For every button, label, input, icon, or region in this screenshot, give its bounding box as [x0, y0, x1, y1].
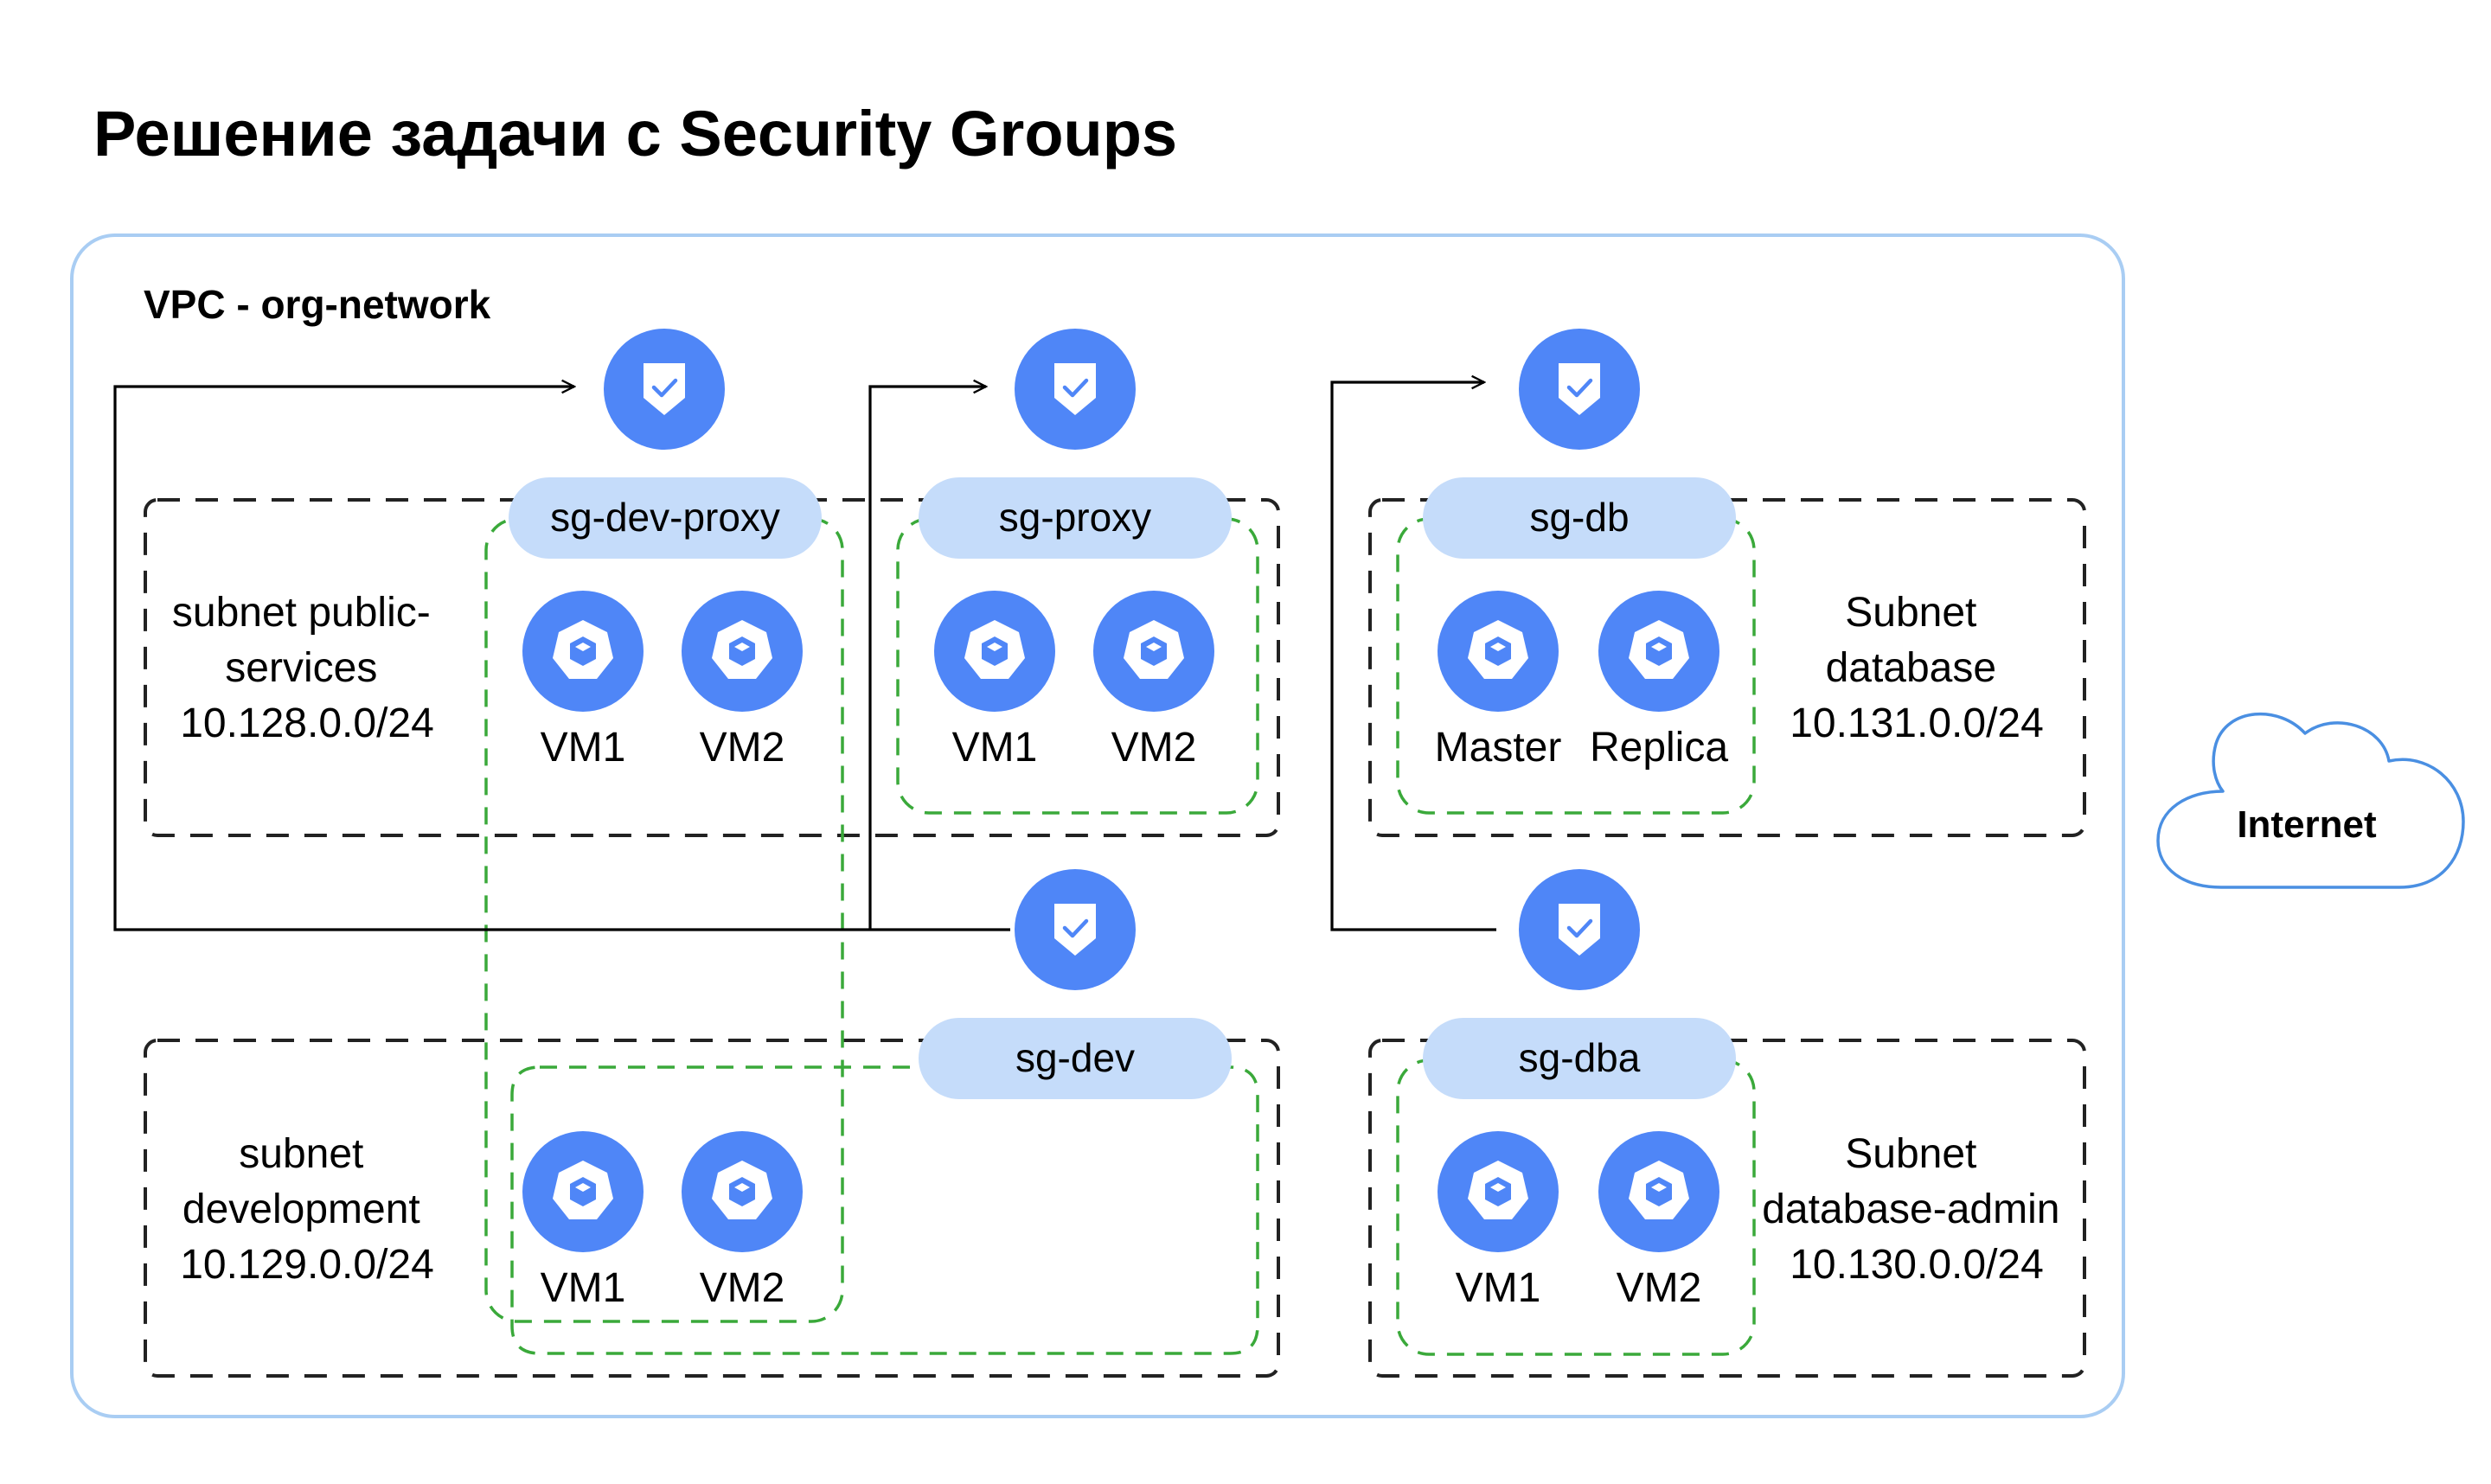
subnet-development-box — [144, 1039, 1280, 1378]
sg-dev-proxy-pill — [509, 477, 822, 559]
vpc-container — [70, 233, 2125, 1418]
sg-db-shield-icon — [1519, 329, 1640, 450]
internet-label: Internet — [2237, 803, 2377, 846]
page-title: Решение задачи с Security Groups — [93, 98, 1177, 170]
db-master-label: Master — [1435, 725, 1562, 771]
dev-vm2-icon — [682, 1131, 803, 1252]
proxy-vm2-label: VM2 — [1111, 725, 1197, 771]
sg-dba-label: sg-dba — [1519, 1035, 1641, 1080]
db-replica-icon — [1598, 591, 1719, 712]
connector-dev-to-dev-proxy — [113, 387, 1010, 931]
subnet-database-label: Subnet database 10.131.0.0/24 — [1790, 590, 2044, 746]
sg-dev-shield-icon — [1015, 869, 1136, 990]
dev-vm1-icon — [522, 1131, 644, 1252]
sg-dba-shield-icon — [1519, 869, 1640, 990]
dba-vm1-icon — [1438, 1131, 1559, 1252]
proxy-vm1-icon — [934, 591, 1055, 712]
sg-dev-pill — [919, 1018, 1232, 1099]
sg-dev-boundary — [510, 1065, 1259, 1355]
dba-vm2-icon — [1598, 1131, 1719, 1252]
sg-dev-label: sg-dev — [1015, 1035, 1135, 1080]
public-vm1-icon — [522, 591, 644, 712]
sg-proxy-pill — [919, 477, 1232, 559]
dba-vm1-label: VM1 — [1456, 1265, 1541, 1311]
sg-proxy-shield-icon — [1015, 329, 1136, 450]
db-master-icon — [1438, 591, 1559, 712]
subnet-public-services-label: subnet public- services 10.128.0.0/24 — [172, 590, 442, 746]
sg-dev-proxy-label: sg-dev-proxy — [550, 495, 780, 540]
proxy-vm1-label: VM1 — [952, 725, 1038, 771]
public-vm2-icon — [682, 591, 803, 712]
dba-vm2-label: VM2 — [1617, 1265, 1702, 1311]
public-vm1-label: VM1 — [541, 725, 626, 771]
sg-proxy-label: sg-proxy — [999, 495, 1151, 540]
subnet-development-label: subnet development 10.129.0.0/24 — [180, 1131, 434, 1288]
subnet-database-admin-label: Subnet database-admin 10.130.0.0/24 — [1762, 1131, 2072, 1288]
public-vm2-label: VM2 — [700, 725, 785, 771]
sg-db-label: sg-db — [1529, 495, 1629, 540]
sg-db-pill — [1423, 477, 1736, 559]
vpc-label: VPC - org-network — [144, 282, 491, 327]
dev-vm1-label: VM1 — [541, 1265, 626, 1311]
sg-dba-pill — [1423, 1018, 1736, 1099]
dev-vm2-label: VM2 — [700, 1265, 785, 1311]
connector-dba-to-db — [1330, 382, 1496, 931]
db-replica-label: Replica — [1590, 725, 1728, 771]
sg-dev-proxy-shield-icon — [604, 329, 725, 450]
connector-dev-to-proxy — [868, 387, 986, 930]
proxy-vm2-icon — [1093, 591, 1214, 712]
cloud-icon — [2156, 712, 2465, 889]
